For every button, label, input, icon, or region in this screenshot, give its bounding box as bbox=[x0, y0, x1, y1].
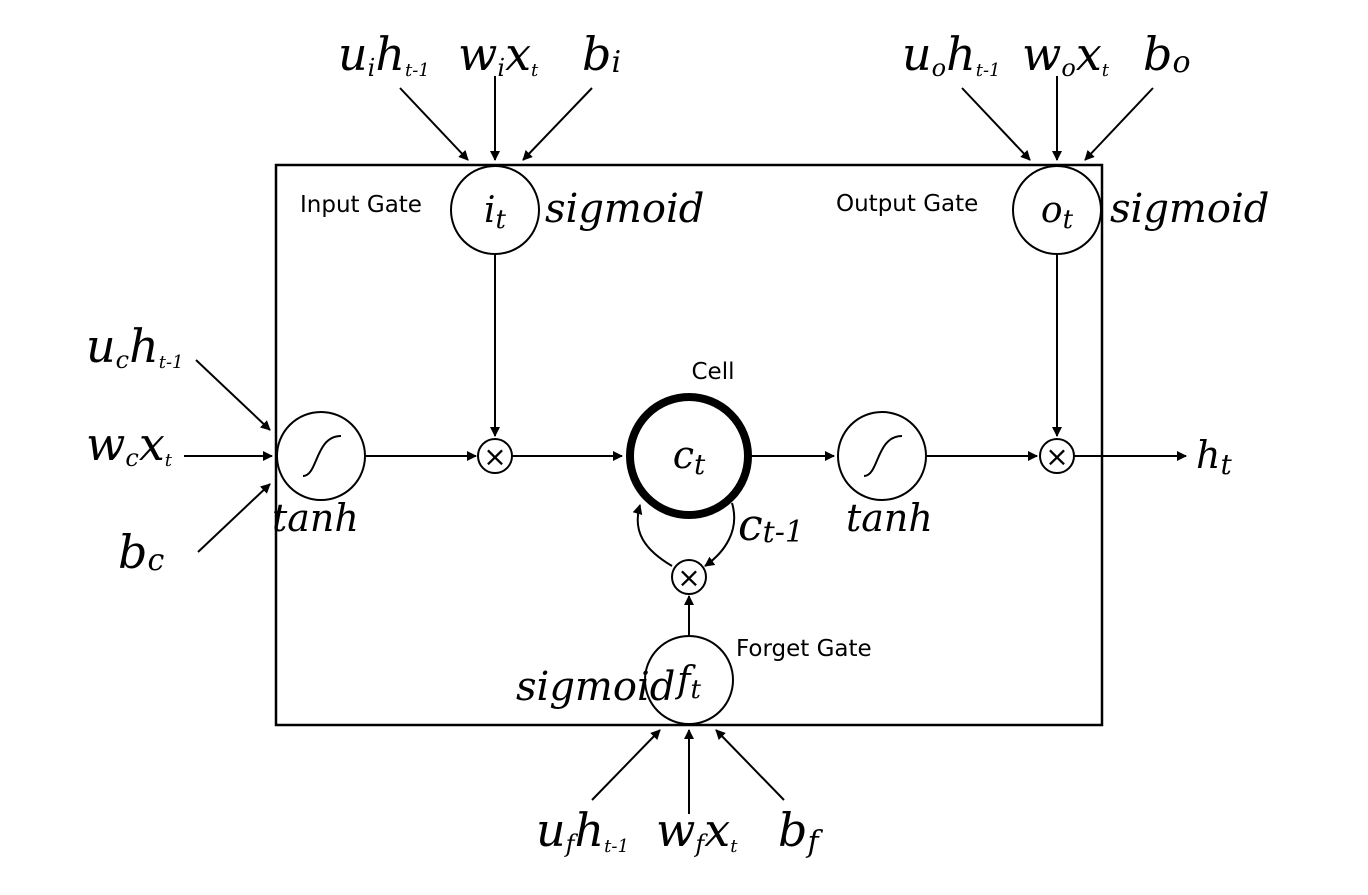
forget-gate-inputs: ufht-1 wfxt bf bbox=[536, 729, 823, 860]
multiply-icon: × bbox=[1045, 440, 1068, 473]
cell-to-forget-multiplier-arrow bbox=[704, 502, 736, 567]
output-tanh-curve-icon bbox=[863, 435, 903, 477]
output-gate-symbol: ot bbox=[1041, 190, 1074, 235]
multiply-icon: × bbox=[677, 561, 700, 594]
input-gate-symbol: it bbox=[484, 190, 507, 235]
forget-gate-u-h-label: ufht-1 bbox=[536, 803, 629, 858]
input-gate-u-h-label: uiht-1 bbox=[338, 27, 430, 82]
cell-input-w-x-label: wcxt bbox=[86, 417, 173, 472]
output-gate-arrow-u bbox=[961, 87, 1031, 161]
cell-input-arrow-b bbox=[197, 483, 271, 553]
cell-input-u-h-label: ucht-1 bbox=[86, 319, 184, 374]
input-tanh-curve-icon bbox=[302, 435, 342, 477]
forget-gate-arrow-u bbox=[591, 729, 661, 801]
cell-input-arrow-u bbox=[195, 359, 271, 431]
input-gate-label: Input Gate bbox=[300, 192, 422, 218]
input-tanh-circle bbox=[276, 411, 366, 501]
forget-gate-activation: sigmoid bbox=[516, 664, 675, 710]
cell-input-bias-label: bc bbox=[118, 525, 164, 579]
output-tanh-node: tanh bbox=[837, 411, 933, 540]
output-tanh-label: tanh bbox=[846, 496, 933, 540]
cell-state-symbol: ct bbox=[673, 433, 706, 481]
cell-label: Cell bbox=[692, 359, 735, 385]
output-tanh-circle bbox=[837, 411, 927, 501]
input-gate-arrow-b bbox=[522, 87, 593, 161]
forget-gate-node: Forget Gate ft sigmoid bbox=[516, 635, 872, 725]
output-gate-arrow-b bbox=[1084, 87, 1154, 161]
multiply-icon: × bbox=[483, 440, 506, 473]
input-gate-arrow-u bbox=[399, 87, 469, 161]
input-tanh-node: tanh bbox=[272, 411, 366, 540]
output-multiplier-node: × bbox=[1039, 438, 1075, 474]
output-gate-bias-label: bo bbox=[1143, 27, 1191, 81]
output-gate-label: Output Gate bbox=[836, 191, 978, 217]
hidden-state-output-label: ht bbox=[1196, 433, 1232, 481]
forget-gate-bias-label: bf bbox=[778, 803, 823, 860]
forget-gate-arrow-b bbox=[715, 729, 785, 801]
input-gate-node: Input Gate it sigmoid bbox=[300, 165, 704, 255]
cell-input-inputs: ucht-1 wcxt bc bbox=[86, 319, 273, 579]
input-gate-w-x-label: wixt bbox=[458, 27, 539, 82]
cell-circle bbox=[626, 393, 752, 519]
input-gate-bias-label: bi bbox=[582, 27, 621, 81]
input-multiplier-node: × bbox=[477, 438, 513, 474]
output-gate-inputs: uoht-1 woxt bo bbox=[902, 27, 1191, 161]
cell-node: Cell ct bbox=[626, 359, 752, 519]
forget-multiplier-circle bbox=[671, 559, 707, 595]
forget-gate-w-x-label: wfxt bbox=[656, 803, 738, 858]
forget-gate-label: Forget Gate bbox=[736, 636, 872, 662]
input-gate-activation: sigmoid bbox=[545, 186, 704, 232]
output-gate-node: Output Gate ot sigmoid bbox=[836, 165, 1269, 255]
forget-multiplier-to-cell-arrow bbox=[632, 504, 673, 567]
output-gate-u-h-label: uoht-1 bbox=[902, 27, 1001, 82]
previous-cell-state-label: ct-1 bbox=[738, 500, 804, 551]
forget-gate-circle bbox=[644, 635, 734, 725]
output-gate-w-x-label: woxt bbox=[1022, 27, 1110, 82]
forget-multiplier-node: × bbox=[671, 559, 707, 595]
input-tanh-label: tanh bbox=[272, 496, 359, 540]
output-gate-activation: sigmoid bbox=[1110, 186, 1269, 232]
input-gate-inputs: uiht-1 wixt bi bbox=[338, 27, 621, 161]
